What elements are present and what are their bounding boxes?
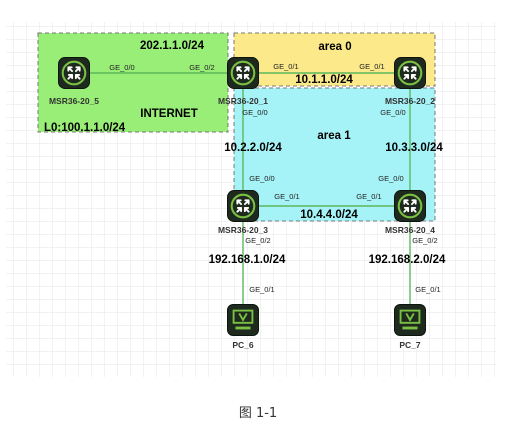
port-label: GE_0/0 — [242, 108, 267, 117]
port-label: GE_0/2 — [189, 63, 214, 72]
pc-icon — [227, 304, 259, 336]
router-r3[interactable]: MSR36-20_3 — [218, 190, 268, 235]
port-label: GE_0/2 — [412, 236, 437, 245]
area1-label: area 1 — [317, 130, 351, 142]
device-label-r1: MSR36-20_1 — [218, 96, 268, 106]
router-r5[interactable]: MSR36-20_5 — [49, 57, 99, 106]
port-label: GE_0/1 — [273, 62, 298, 71]
router-icon — [227, 57, 259, 89]
topology-diagram: MSR36-20_5 MSR36-20_1 MSR36-20_2 MSR36-2… — [6, 22, 496, 377]
subnet-label-r2-r4: 10.3.3.0/24 — [385, 142, 443, 154]
router-r2[interactable]: MSR36-20_2 — [385, 57, 435, 106]
loopback-label: L0:100.1.1.0/24 — [44, 122, 126, 134]
subnet-label-r3-r4: 10.4.4.0/24 — [300, 209, 358, 221]
device-label-r5: MSR36-20_5 — [49, 96, 99, 106]
router-icon — [394, 57, 426, 89]
router-icon — [227, 190, 259, 222]
port-label: GE_0/1 — [359, 62, 384, 71]
subnet-label-r4-pc7: 192.168.2.0/24 — [369, 254, 446, 266]
port-label: GE_0/1 — [249, 285, 274, 294]
subnet-label-r1-r3: 10.2.2.0/24 — [224, 142, 282, 154]
router-r4[interactable]: MSR36-20_4 — [385, 190, 435, 235]
port-label: GE_0/0 — [249, 174, 274, 183]
router-icon — [394, 190, 426, 222]
port-label: GE_0/1 — [415, 285, 440, 294]
internet-subnet-label: 202.1.1.0/24 — [140, 40, 205, 52]
device-label-r4: MSR36-20_4 — [385, 225, 435, 235]
port-label: GE_0/0 — [378, 174, 403, 183]
pc-6[interactable]: PC_6 — [227, 304, 259, 350]
port-label: GE_0/2 — [245, 236, 270, 245]
area0-subnet-label: 10.1.1.0/24 — [295, 74, 353, 86]
port-label: GE_0/1 — [274, 192, 299, 201]
device-label-pc6: PC_6 — [232, 340, 254, 350]
device-label-r2: MSR36-20_2 — [385, 96, 435, 106]
device-label-pc7: PC_7 — [399, 340, 421, 350]
area0-label: area 0 — [318, 41, 351, 53]
router-r1[interactable]: MSR36-20_1 — [218, 57, 268, 106]
pc-7[interactable]: PC_7 — [394, 304, 426, 350]
device-label-r3: MSR36-20_3 — [218, 225, 268, 235]
router-icon — [58, 57, 90, 89]
port-label: GE_0/0 — [109, 63, 134, 72]
internet-name-label: INTERNET — [140, 108, 198, 120]
port-label: GE_0/0 — [380, 108, 405, 117]
figure-caption: 图 1-1 — [238, 406, 278, 421]
subnet-label-r3-pc6: 192.168.1.0/24 — [209, 254, 286, 266]
port-label: GE_0/1 — [356, 192, 381, 201]
pc-icon — [394, 304, 426, 336]
